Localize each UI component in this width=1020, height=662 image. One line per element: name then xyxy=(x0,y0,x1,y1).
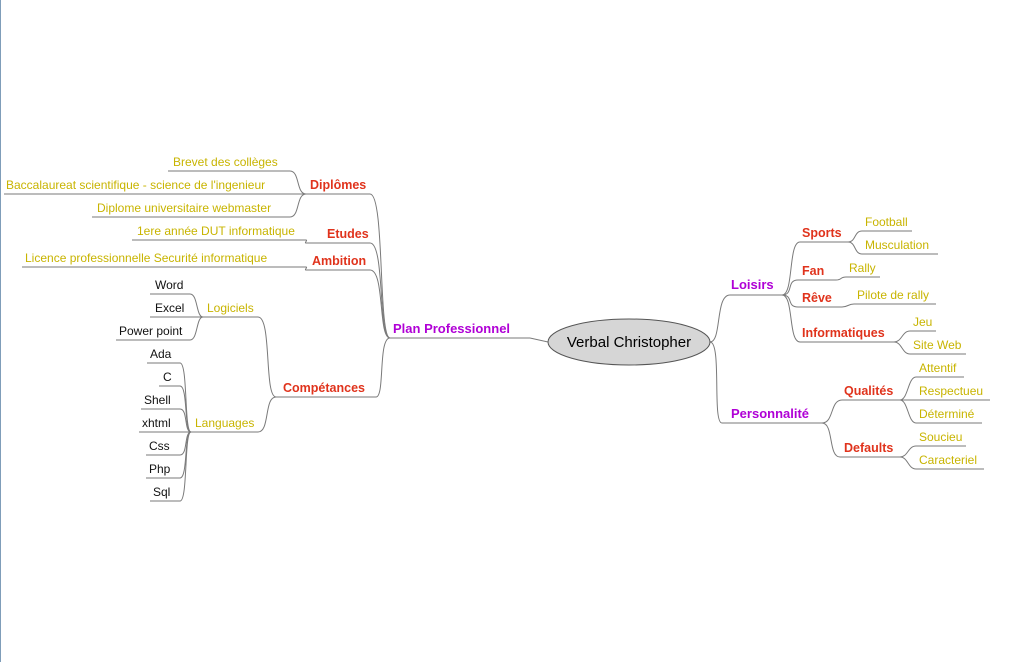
leaf-informatique[interactable]: Jeu xyxy=(913,315,932,329)
leaf-diplome[interactable]: Baccalaureat scientifique - science de l… xyxy=(6,178,265,192)
node-reve[interactable]: Rêve xyxy=(802,291,832,305)
leaf-informatique[interactable]: Site Web xyxy=(913,338,962,352)
leaf-language[interactable]: Shell xyxy=(144,393,171,407)
leaf-diplome[interactable]: Diplome universitaire webmaster xyxy=(97,201,271,215)
connectors xyxy=(4,170,990,502)
node-plan-professionnel[interactable]: Plan Professionnel xyxy=(393,321,510,336)
node-defaults[interactable]: Defaults xyxy=(844,441,893,455)
leaf-reve[interactable]: Pilote de rally xyxy=(857,288,929,302)
node-languages[interactable]: Languages xyxy=(195,416,254,430)
leaf-etude[interactable]: 1ere année DUT informatique xyxy=(137,224,295,238)
leaf-default[interactable]: Caracteriel xyxy=(919,453,977,467)
leaf-ambition[interactable]: Licence professionnelle Securité informa… xyxy=(25,251,267,265)
connector-competances-languages xyxy=(257,396,277,433)
connector-center-personnalite xyxy=(709,341,723,424)
leaf-logiciel[interactable]: Power point xyxy=(119,324,183,338)
connector-center-plan xyxy=(529,337,549,343)
center-label: Verbal Christopher xyxy=(567,334,691,351)
connector-plan-diplomes xyxy=(369,193,391,339)
leaf-language[interactable]: xhtml xyxy=(142,416,171,430)
node-qualites[interactable]: Qualités xyxy=(844,384,893,398)
leaf-qualite[interactable]: Déterminé xyxy=(919,407,975,421)
leaf-default[interactable]: Soucieu xyxy=(919,430,962,444)
node-personnalite[interactable]: Personnalité xyxy=(731,406,809,421)
leaf-diplome[interactable]: Brevet des collèges xyxy=(173,155,278,169)
leaf-sport[interactable]: Football xyxy=(865,215,908,229)
connector-plan-competances xyxy=(375,337,391,398)
node-diplomes[interactable]: Diplômes xyxy=(310,178,366,192)
node-fan[interactable]: Fan xyxy=(802,264,824,278)
center-node[interactable]: Verbal Christopher xyxy=(547,318,711,366)
leaf-qualite[interactable]: Attentif xyxy=(919,361,957,375)
leaf-language[interactable]: Sql xyxy=(153,485,170,499)
leaf-logiciel[interactable]: Word xyxy=(155,278,183,292)
connector-diplome-3 xyxy=(289,193,307,218)
leaf-language[interactable]: Php xyxy=(149,462,171,476)
leaf-fan[interactable]: Rally xyxy=(849,261,876,275)
node-etudes[interactable]: Etudes xyxy=(327,227,369,241)
leaf-sport[interactable]: Musculation xyxy=(865,238,929,252)
node-ambition[interactable]: Ambition xyxy=(312,254,366,268)
node-informatiques[interactable]: Informatiques xyxy=(802,326,885,340)
leaf-language[interactable]: Css xyxy=(149,439,170,453)
connector-plan-ambition xyxy=(369,269,391,339)
connector-center-loisirs xyxy=(709,294,731,343)
node-sports[interactable]: Sports xyxy=(802,226,842,240)
node-logiciels[interactable]: Logiciels xyxy=(207,301,254,315)
window-left-border xyxy=(0,0,1,662)
connector-diplome-1 xyxy=(289,170,307,195)
connector-competances-logiciels xyxy=(257,316,277,398)
connector-plan-etudes xyxy=(369,242,391,339)
center-ellipse xyxy=(547,318,711,366)
node-competances[interactable]: Compétances xyxy=(283,381,365,395)
leaf-language[interactable]: C xyxy=(163,370,172,384)
leaf-logiciel[interactable]: Excel xyxy=(155,301,184,315)
leaf-qualite[interactable]: Respectueu xyxy=(919,384,983,398)
leaf-language[interactable]: Ada xyxy=(150,347,172,361)
node-loisirs[interactable]: Loisirs xyxy=(731,277,774,292)
